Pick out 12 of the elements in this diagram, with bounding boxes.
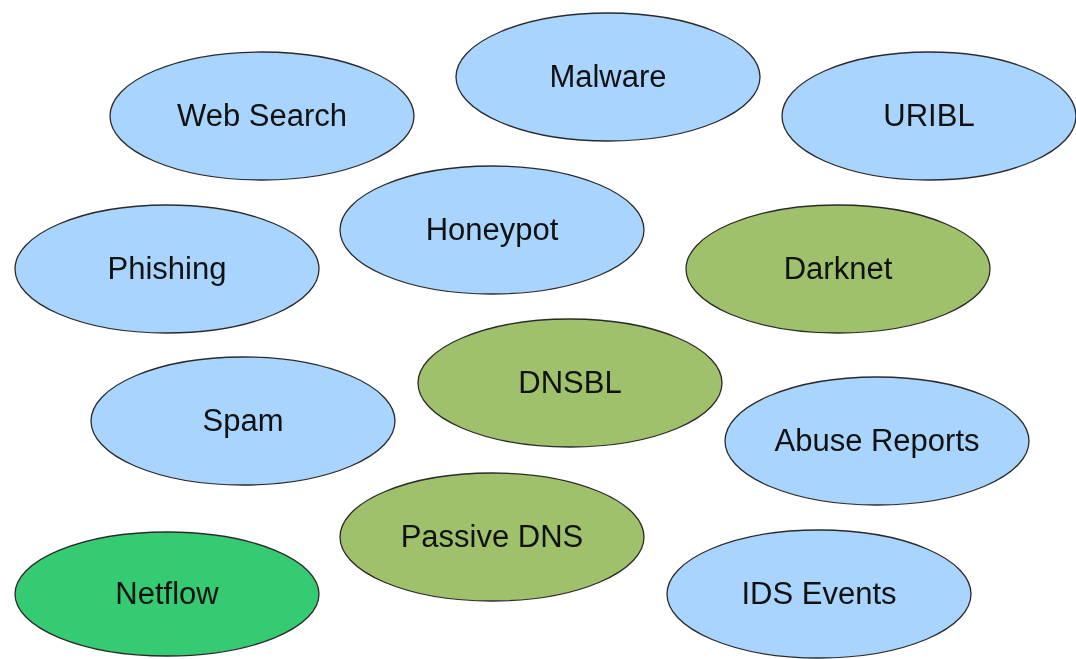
node-label: Darknet — [783, 251, 893, 287]
node-label: Abuse Reports — [774, 423, 980, 459]
node-label: Passive DNS — [400, 519, 584, 555]
node-label: Malware — [549, 59, 667, 95]
node-label: Spam — [202, 403, 284, 439]
node-label: Honeypot — [425, 212, 559, 248]
node-label: Web Search — [177, 98, 347, 134]
node-label: URIBL — [883, 98, 975, 134]
node-label: Phishing — [107, 251, 227, 287]
node-label: DNSBL — [518, 365, 622, 401]
node-label: Netflow — [115, 576, 219, 612]
node-label: IDS Events — [741, 576, 897, 612]
